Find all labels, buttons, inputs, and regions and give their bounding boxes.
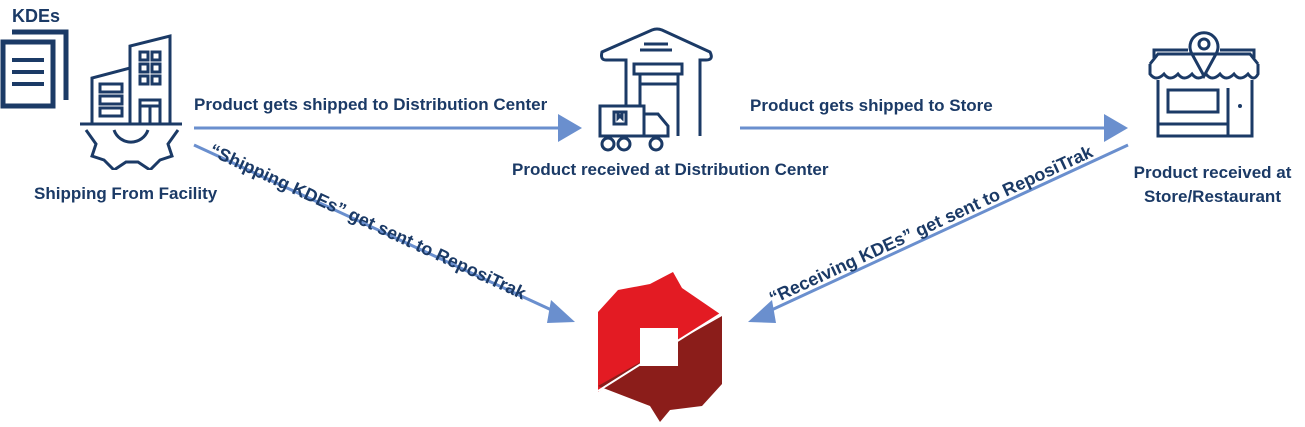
factory-gear-icon [80,34,182,170]
arrow-shipping-kdes [193,143,575,323]
store-label: Product received at Store/Restaurant [1120,163,1305,207]
facility-label: Shipping From Facility [34,184,218,203]
logo-center-square [640,328,678,366]
store-label-line2: Store/Restaurant [1144,187,1281,206]
distribution-label: Product received at Distribution Center [512,160,829,179]
repositrak-logo [598,272,722,422]
warehouse-truck-icon [598,27,713,152]
documents-icon [0,29,69,109]
storefront-pin-icon [1148,31,1260,138]
kdes-label: KDEs [12,6,61,26]
arrow-receiving-kdes [748,143,1129,323]
arrow-to-store [740,114,1128,142]
store-label-line1: Product received at [1133,163,1292,182]
to-store-label: Product gets shipped to Store [750,96,993,115]
to-dc-label: Product gets shipped to Distribution Cen… [194,95,548,114]
logo-lower-arrow [598,316,722,422]
arrow-to-distribution-center [194,114,582,142]
